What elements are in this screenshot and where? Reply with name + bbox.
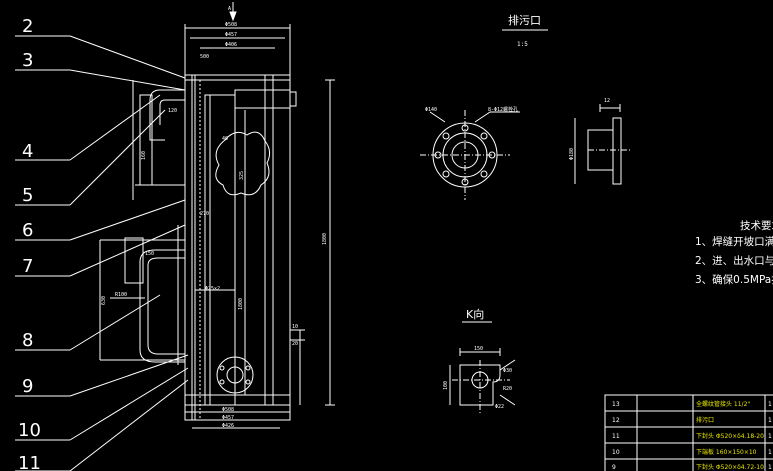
view-k-dim-5: R20 — [503, 386, 512, 392]
notes-item-2: 2、进、出水口与法蘭 — [695, 254, 773, 267]
dim-elbow: R100 — [115, 292, 127, 298]
detail-outlet-scale: 1:5 — [517, 41, 528, 48]
callout-9: 9 — [22, 376, 33, 397]
table-row-no: 13 — [612, 401, 620, 408]
section-marker-a: A — [228, 6, 231, 12]
dim-270: 270 — [200, 211, 209, 217]
callout-5: 5 — [22, 185, 33, 206]
dim-inner: 1800 — [238, 298, 244, 310]
table-row-name: 全螺纹管接头 11/2" — [696, 400, 750, 408]
detail-outlet — [420, 29, 630, 200]
callout-7: 7 — [22, 256, 33, 277]
table-row-no: 11 — [612, 433, 620, 440]
parts-table-text: 13 全螺纹管接头 11/2" 1 12 排污口 1 11 下封头 Φ520×δ… — [612, 400, 772, 471]
dim-d3: Φ406 — [225, 42, 237, 48]
table-row-name: 排污口 — [696, 416, 714, 424]
view-k-title: K向 — [466, 307, 484, 321]
table-row-qty: 1 — [768, 401, 772, 408]
callout-3: 3 — [22, 50, 33, 71]
callout-6: 6 — [22, 220, 33, 241]
detail-outlet-title: 排污口 — [508, 13, 541, 27]
table-row-qty: 1 — [768, 449, 772, 456]
parts-table — [604, 394, 773, 471]
dim-160: 160 — [141, 151, 147, 160]
view-k-dim-1: 150 — [474, 346, 483, 352]
view-k — [449, 321, 516, 415]
callouts — [15, 35, 189, 471]
view-k-dim-4: Φ22 — [495, 404, 504, 410]
dim-325: 325 — [239, 171, 245, 180]
table-row-name: 下封头 Φ520×δ4.18-20 — [696, 432, 764, 440]
dim-height: 1800 — [322, 233, 328, 245]
dim-bottom2: Φ457 — [222, 415, 234, 421]
dim-d2: Φ457 — [225, 32, 237, 38]
dim-d1: Φ508 — [225, 22, 237, 28]
table-row-name: 下封头 Φ520×δ4.72-10 — [696, 463, 764, 471]
main-vessel — [99, 2, 335, 429]
notes-item-1: 1、焊缝开坡口满焊, — [695, 235, 773, 248]
dim-120: 120 — [168, 108, 177, 114]
detail-outlet-holes: 8-Φ12螺栓孔 — [488, 106, 518, 113]
callout-labels: 2 3 4 5 6 7 8 9 10 11 — [18, 16, 41, 471]
dim-10: 10 — [292, 324, 298, 330]
dim-20: 20 — [292, 341, 298, 347]
table-row-qty: 1 — [768, 433, 772, 440]
dim-150: 150 — [145, 251, 154, 257]
detail-outlet-dia: Φ140 — [425, 107, 437, 113]
callout-4: 4 — [22, 141, 33, 162]
table-row-qty: 1 — [768, 417, 772, 424]
dim-pipe-note: Φ25×2 — [205, 286, 220, 292]
view-k-dim-3: 100 — [443, 381, 449, 390]
dim-40: 40 — [222, 136, 228, 142]
tech-notes: 技术要求 1、焊缝开坡口满焊, 2、进、出水口与法蘭 3、确保0.5MPa打压 — [695, 219, 773, 286]
detail-outlet-text: 排污口 1:5 8-Φ12螺栓孔 Φ140 Φ180 12 — [425, 13, 610, 160]
table-row-no: 10 — [612, 449, 620, 456]
notes-title: 技术要求 — [740, 219, 773, 232]
dim-630: 630 — [101, 296, 107, 305]
table-row-name: 下端板 160×150×10 — [696, 448, 757, 456]
callout-8: 8 — [22, 330, 33, 351]
main-dims: A Φ508 Φ457 Φ406 1800 1800 325 630 160 1… — [101, 6, 328, 429]
view-k-dim-2: Φ30 — [503, 368, 512, 374]
dim-bottom3: Φ426 — [222, 423, 234, 429]
view-k-text: K向 150 100 Φ30 Φ22 R20 — [443, 307, 512, 410]
detail-outlet-side-1: Φ180 — [569, 148, 575, 160]
callout-2: 2 — [22, 16, 33, 37]
detail-outlet-side-2: 12 — [604, 98, 610, 104]
callout-10: 10 — [18, 420, 41, 441]
table-row-qty: 1 — [768, 464, 772, 471]
callout-11: 11 — [18, 453, 41, 471]
table-row-no: 12 — [612, 417, 620, 424]
dim-bottom1: Φ508 — [222, 407, 234, 413]
notes-item-3: 3、确保0.5MPa打压 — [695, 273, 773, 286]
table-row-no: 9 — [612, 464, 616, 471]
dim-inner-500: 500 — [200, 54, 209, 60]
